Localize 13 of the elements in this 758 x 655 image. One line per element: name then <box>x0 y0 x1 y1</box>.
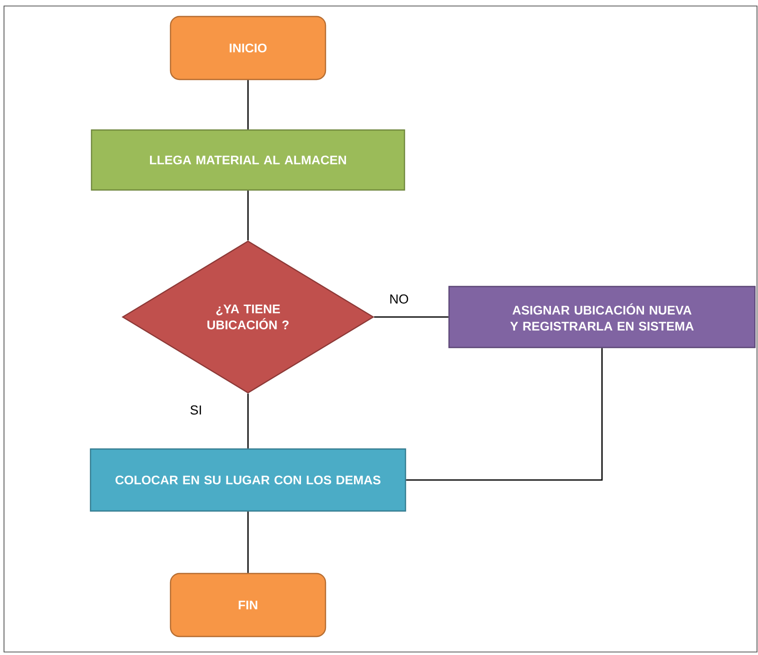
end-terminal: FIN <box>170 572 326 638</box>
connector-line <box>247 80 249 130</box>
connector-line <box>247 512 249 573</box>
connector-line <box>247 394 249 448</box>
connector-line <box>406 348 603 481</box>
edge-label: SI <box>190 405 201 415</box>
edge-label: NO <box>390 294 408 304</box>
connector-line <box>247 190 249 240</box>
process-box: ASIGNAR UBICACIÓN NUEVA Y REGISTRARLA EN SISTEMA <box>448 286 756 348</box>
start-terminal: INICIO <box>170 16 326 80</box>
process-box: COLOCAR EN SU LUGAR CON LOS DEMAS <box>90 448 406 512</box>
process-box: LLEGA MATERIAL AL ALMACEN <box>90 129 406 191</box>
connector-line <box>374 316 448 318</box>
